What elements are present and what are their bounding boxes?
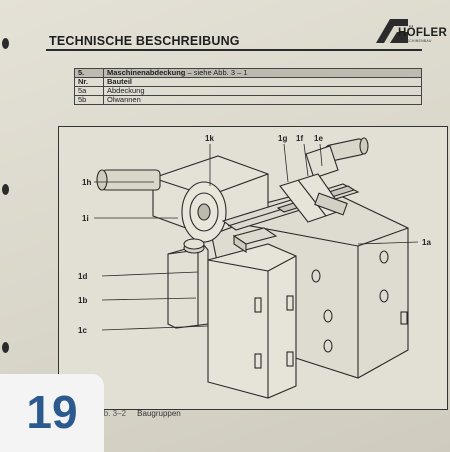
diagram-label-1c: 1c [78,326,87,335]
caption-text: Baugruppen [137,409,181,418]
binder-hole [2,184,9,195]
caption-ref: Abb. 3–2 [94,409,127,418]
diagram-label-1f: 1f [296,134,304,143]
logo-text: HÖFLER [398,27,448,39]
spindle-left [96,169,161,191]
table-row: 5b Ölwannen [74,95,422,105]
logo-subtext: MASCHINENBAU [401,39,432,43]
column-header-part: Bauteil [103,77,422,87]
spindle-upper-right [305,137,369,179]
diagram-label-1k: 1k [205,134,214,143]
diagram-label-1b: 1b [78,296,88,305]
machine-box-left [167,243,209,329]
page-number: 19 [26,386,78,438]
binder-hole [2,38,9,49]
row-part: Abdeckung [103,86,422,96]
machine-cabinet-front [207,243,297,399]
section-note: – siehe Abb. 3 – 1 [187,68,248,77]
section-title-cell: Maschinenabdeckung – siehe Abb. 3 – 1 [103,68,422,78]
figure-caption: Abb. 3–2 Baugruppen [94,409,181,418]
row-part: Ölwannen [103,95,422,105]
binder-hole [2,342,9,353]
parts-table: 5. Maschinenabdeckung – siehe Abb. 3 – 1… [74,68,422,105]
page-number-badge: 19 [0,374,104,452]
grinding-wheel [181,181,227,243]
diagram-label-1d: 1d [78,272,88,281]
section-title: Maschinenabdeckung [107,68,186,77]
diagram-label-1h: 1h [82,178,92,187]
logo-mark-icon [376,19,408,43]
leader-lines [94,143,419,331]
tailstock [279,173,348,223]
header-rule [46,49,422,51]
diagram-label-1e: 1e [314,134,323,143]
diagram-label-1a: 1a [422,238,431,247]
document-page: TECHNISCHE BESCHREIBUNG HÖFLER MASCHINEN… [2,4,448,450]
diagram-label-1i: 1i [82,214,89,223]
row-nr: 5b [74,95,104,105]
document-title: TECHNISCHE BESCHREIBUNG [49,34,240,48]
machine-assembly-drawing [94,137,419,399]
control-box [232,227,278,254]
diagram-label-1g: 1g [278,134,288,143]
coolant-fitting [183,238,205,254]
company-logo: HÖFLER MASCHINENBAU [374,17,450,47]
